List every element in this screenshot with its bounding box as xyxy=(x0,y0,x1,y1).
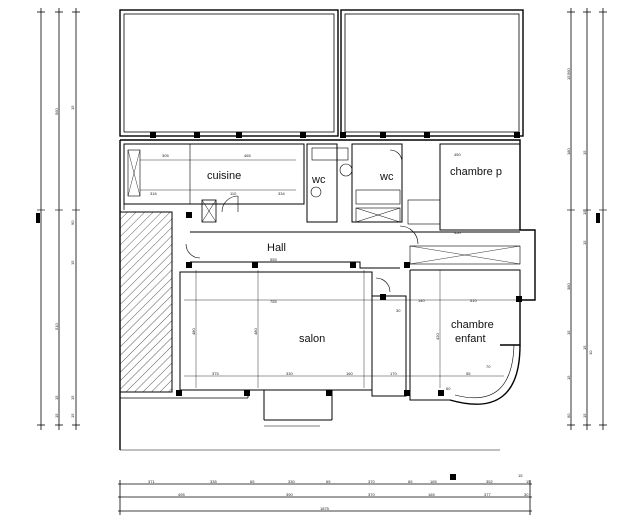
dim-right-outer-0: 560 xyxy=(566,68,571,75)
dim-left-inner-3: 15 xyxy=(70,395,75,400)
dim-left-outer-2: 15 xyxy=(54,395,59,400)
label-chambre-enfant-1: chambre xyxy=(451,319,494,331)
dim-salon-left: 480 xyxy=(191,328,196,335)
dim-salon-bottom-0: 375 xyxy=(212,371,219,376)
dim-right-inner-1: 180 xyxy=(566,148,571,155)
dim-chambre-enfant-misc-2: 55 xyxy=(466,371,471,376)
left-dimension-lines xyxy=(37,8,80,430)
dim-right-inner-7: 15 xyxy=(582,210,587,215)
dim-salon-bottom-2: 160 xyxy=(346,371,353,376)
dim-right-inner-5: 90 xyxy=(566,413,571,418)
dim-chambre-p-low: 450 xyxy=(454,230,461,235)
label-wc-right: wc xyxy=(379,171,394,183)
dim-chambre-enfant-side: 420 xyxy=(435,333,440,340)
interior-guides xyxy=(184,270,520,388)
dim-bottom-row2-3: 165 xyxy=(428,492,435,497)
dim-bottom-row1-1: 335 xyxy=(210,479,217,484)
dim-left-outer-1: 510 xyxy=(54,323,59,330)
dim-chambre-enfant-misc-0: 30 xyxy=(396,308,401,313)
dim-right-inner-8: 15 xyxy=(582,240,587,245)
dim-bottom-row1-4: 65 xyxy=(326,479,331,484)
dim-left-inner-4: 15 xyxy=(70,413,75,418)
dim-left-inner-0: 15 xyxy=(70,105,75,110)
dim-chambre-enfant-misc-1: 60 xyxy=(446,386,451,391)
dim-right-inner-0: 15 xyxy=(566,75,571,80)
label-chambre-p: chambre p xyxy=(450,166,502,178)
dim-chambre-enfant-misc-3: 70 xyxy=(486,364,491,369)
bottom-dimension-lines xyxy=(118,480,532,515)
columns xyxy=(150,132,522,480)
room-labels: cuisine wc wc chambre p Hall salon chamb… xyxy=(207,166,502,345)
right-dimension-lines xyxy=(567,8,607,430)
dim-bottom-corner: 15 xyxy=(518,473,523,478)
dim-bottom-row1-2: 65 xyxy=(250,479,255,484)
dim-cuisine-top-0: 305 xyxy=(162,153,169,158)
walls xyxy=(119,139,536,451)
dim-bottom-row1-9: 15 xyxy=(526,479,531,484)
dim-chambre-enfant-top-0: 140 xyxy=(418,298,425,303)
dim-cuisine-low-2: 334 xyxy=(278,191,285,196)
top-rooms xyxy=(119,9,524,137)
label-salon: salon xyxy=(299,333,325,345)
dim-left-inner-2: 15 xyxy=(70,260,75,265)
dim-left-inner-1: 90 xyxy=(70,220,75,225)
dim-salon-right: 480 xyxy=(253,328,258,335)
dim-hall: 555 xyxy=(270,257,277,262)
dim-bottom-row1-6: 65 xyxy=(408,479,413,484)
dim-bottom-row1-0: 371 xyxy=(148,479,155,484)
dim-right-inner-3: 15 xyxy=(566,330,571,335)
dim-bottom-row2-5: 30 xyxy=(524,492,529,497)
dim-right-inner-2: 380 xyxy=(566,283,571,290)
bottom-dimension-texts: 371 335 65 330 65 370 65 165 352 15 495 … xyxy=(148,473,531,511)
right-dimension-texts: 15 180 380 15 15 90 15 15 15 15 560 10 1… xyxy=(566,68,593,418)
label-hall: Hall xyxy=(267,242,286,254)
dim-left-outer-3: 15 xyxy=(54,413,59,418)
left-dimension-texts: 560 510 15 15 15 90 15 15 15 xyxy=(54,105,75,418)
dim-left-outer-0: 560 xyxy=(54,108,59,115)
dim-cuisine-low-0: 316 xyxy=(150,191,157,196)
dim-bottom-row2-2: 370 xyxy=(368,492,375,497)
dim-bottom-row1-3: 330 xyxy=(288,479,295,484)
dim-bottom-row1-8: 352 xyxy=(486,479,493,484)
door-swings xyxy=(185,149,419,293)
dim-chambre-p-top: 450 xyxy=(454,152,461,157)
dim-chambre-enfant-top-1: 510 xyxy=(470,298,477,303)
dim-bottom-row2-1: 390 xyxy=(286,492,293,497)
right-grid-marker xyxy=(596,213,600,223)
dim-right-inner-6: 15 xyxy=(582,150,587,155)
dim-bottom-row2-0: 495 xyxy=(178,492,185,497)
interior-dims: 305 465 316 110 334 450 450 555 755 480 … xyxy=(150,152,491,391)
dim-bottom-row1-5: 370 xyxy=(368,479,375,484)
dim-right-outer-1: 10 xyxy=(588,350,593,355)
dim-bottom-total: 1875 xyxy=(320,506,330,511)
label-cuisine: cuisine xyxy=(207,170,241,182)
dim-cuisine-top-1: 465 xyxy=(244,153,251,158)
dim-bottom-row1-7: 165 xyxy=(430,479,437,484)
dim-right-inner-9: 15 xyxy=(582,345,587,350)
dim-salon-top: 755 xyxy=(270,299,277,304)
dim-cuisine-low-1: 110 xyxy=(230,191,237,196)
dim-right-outer-2: 15 xyxy=(582,413,587,418)
hatched-terrace xyxy=(119,211,173,393)
dim-salon-bottom-1: 330 xyxy=(286,371,293,376)
dim-right-inner-4: 15 xyxy=(566,375,571,380)
dim-salon-bottom-3: 170 xyxy=(390,371,397,376)
label-wc-left: wc xyxy=(311,174,326,186)
left-grid-marker xyxy=(36,213,40,223)
dim-bottom-row2-4: 377 xyxy=(484,492,491,497)
label-chambre-enfant-2: enfant xyxy=(455,333,486,345)
